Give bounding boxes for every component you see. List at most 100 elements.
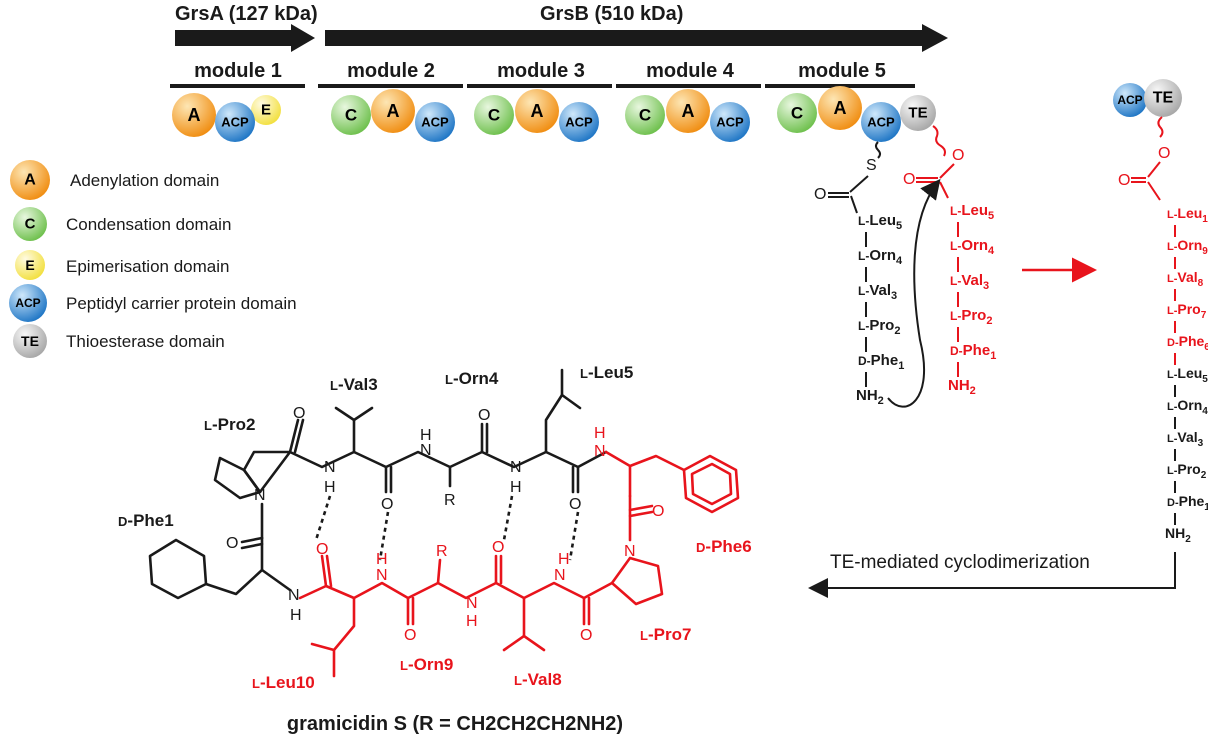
svg-text:N: N (510, 459, 522, 476)
module-3-label: module 3 (497, 60, 585, 82)
legend-a-label: Adenylation domain (70, 171, 219, 190)
legend-te-icon: TE (13, 324, 47, 358)
svg-text:C: C (345, 106, 357, 125)
svg-text:ACP: ACP (565, 115, 593, 130)
leu10-label: L-Leu10 (252, 673, 315, 692)
domain-a-icon: A (172, 93, 216, 137)
domain-acp-icon: ACP (710, 102, 750, 142)
attack-arrow (887, 178, 941, 408)
svg-text:ACP: ACP (15, 296, 40, 310)
svg-text:H: H (290, 607, 302, 624)
chain-residue-label: L-Leu10 (1167, 205, 1208, 225)
domain-c-icon: C (474, 95, 514, 135)
bond (849, 175, 869, 193)
svg-text:N: N (376, 567, 388, 584)
svg-text:A: A (682, 101, 695, 121)
chain-residue-label: NH2 (856, 387, 884, 407)
domain-c-icon: C (625, 95, 665, 135)
legend-e-label: Epimerisation domain (66, 257, 229, 276)
svg-text:E: E (261, 102, 271, 119)
domain-acp-icon: ACP (861, 102, 901, 142)
svg-text:N: N (554, 567, 566, 584)
domain-a-icon: A (371, 89, 415, 133)
pro7-label: L-Pro7 (640, 625, 691, 644)
domain-a-icon: A (818, 86, 862, 130)
svg-text:TE: TE (908, 105, 927, 122)
legend: A Adenylation domain C Condensation doma… (9, 160, 297, 358)
svg-text:O: O (478, 407, 490, 424)
orn9-label: L-Orn9 (400, 655, 453, 674)
chain-residue-label: L-Pro2 (858, 317, 900, 337)
chain-residue-label: L-Val3 (858, 282, 897, 302)
svg-text:N: N (594, 443, 606, 460)
module-2-label: module 2 (347, 60, 435, 82)
svg-text:H: H (510, 479, 522, 496)
phe6-label: D-Phe6 (696, 537, 752, 556)
svg-text:H: H (594, 425, 606, 442)
svg-text:O: O (226, 535, 238, 552)
svg-text:O: O (569, 496, 581, 513)
svg-text:A: A (188, 105, 201, 125)
ester-o: O (952, 147, 964, 164)
svg-text:H: H (558, 551, 570, 568)
chain-residue-label: D-Phe1 (1167, 493, 1208, 513)
module-4-label: module 4 (646, 60, 735, 82)
svg-text:ACP: ACP (867, 115, 895, 130)
domain-acp-icon: ACP (559, 102, 599, 142)
caption: gramicidin S (R = CH2CH2CH2NH2) (287, 713, 623, 735)
grsa-label: GrsA (127 kDa) (175, 3, 318, 25)
val3-label: L-Val3 (330, 375, 378, 394)
svg-text:A: A (387, 101, 400, 121)
svg-text:O: O (652, 503, 664, 520)
ester-carbonyl-o: O (903, 171, 915, 188)
carbonyl-o: O (814, 186, 826, 203)
svg-text:TE: TE (21, 333, 39, 349)
svg-text:C: C (639, 106, 651, 125)
cyclization-arrow (808, 552, 1176, 598)
svg-text:O: O (492, 539, 504, 556)
svg-text:N: N (466, 595, 478, 612)
legend-c-icon: C (13, 207, 47, 241)
chain-residue-label: L-Orn4 (950, 237, 995, 257)
svg-text:A: A (531, 101, 544, 121)
chain-residue-label: L-Val3 (950, 272, 989, 292)
module-bars (170, 84, 915, 88)
val8-label: L-Val8 (514, 670, 562, 689)
grsa-arrow (175, 24, 315, 52)
ester-carbonyl-o: O (1118, 172, 1130, 189)
domain-a-icon: A (515, 89, 559, 133)
ester-o: O (1158, 145, 1170, 162)
pro2-label: L-Pro2 (204, 415, 255, 434)
chain-3-residues: L-Leu10L-Orn9L-Val8L-Pro7D-Phe6L-Leu5L-O… (1165, 205, 1208, 545)
svg-text:N: N (254, 487, 266, 504)
svg-text:ACP: ACP (221, 115, 249, 130)
domain-e-icon: E (251, 95, 281, 125)
svg-text:ACP: ACP (1117, 93, 1142, 107)
svg-text:A: A (834, 98, 847, 118)
leu5-label: L-Leu5 (580, 363, 633, 382)
svg-text:A: A (24, 172, 36, 189)
svg-text:O: O (293, 405, 305, 422)
svg-text:O: O (316, 541, 328, 558)
svg-text:O: O (404, 627, 416, 644)
legend-te-label: Thioesterase domain (66, 332, 225, 351)
domain-te-icon: TE (1144, 79, 1182, 117)
svg-text:ACP: ACP (716, 115, 744, 130)
chain-residue-label: L-Leu5 (950, 202, 994, 222)
svg-text:N: N (624, 543, 636, 560)
te-tether (932, 125, 946, 157)
acp-tether (875, 141, 881, 159)
svg-text:H: H (420, 427, 432, 444)
chain-residue-label: L-Pro7 (1167, 301, 1207, 321)
svg-text:N: N (420, 442, 432, 459)
orn4-label: L-Orn4 (445, 369, 499, 388)
legend-acp-icon: ACP (9, 284, 47, 322)
chain-residue-label: L-Orn4 (1167, 397, 1208, 417)
svg-text:H: H (376, 551, 388, 568)
module-5-label: module 5 (798, 60, 886, 82)
chain-residue-label: NH2 (948, 377, 976, 397)
chain-residue-label: L-Val3 (1167, 429, 1204, 449)
